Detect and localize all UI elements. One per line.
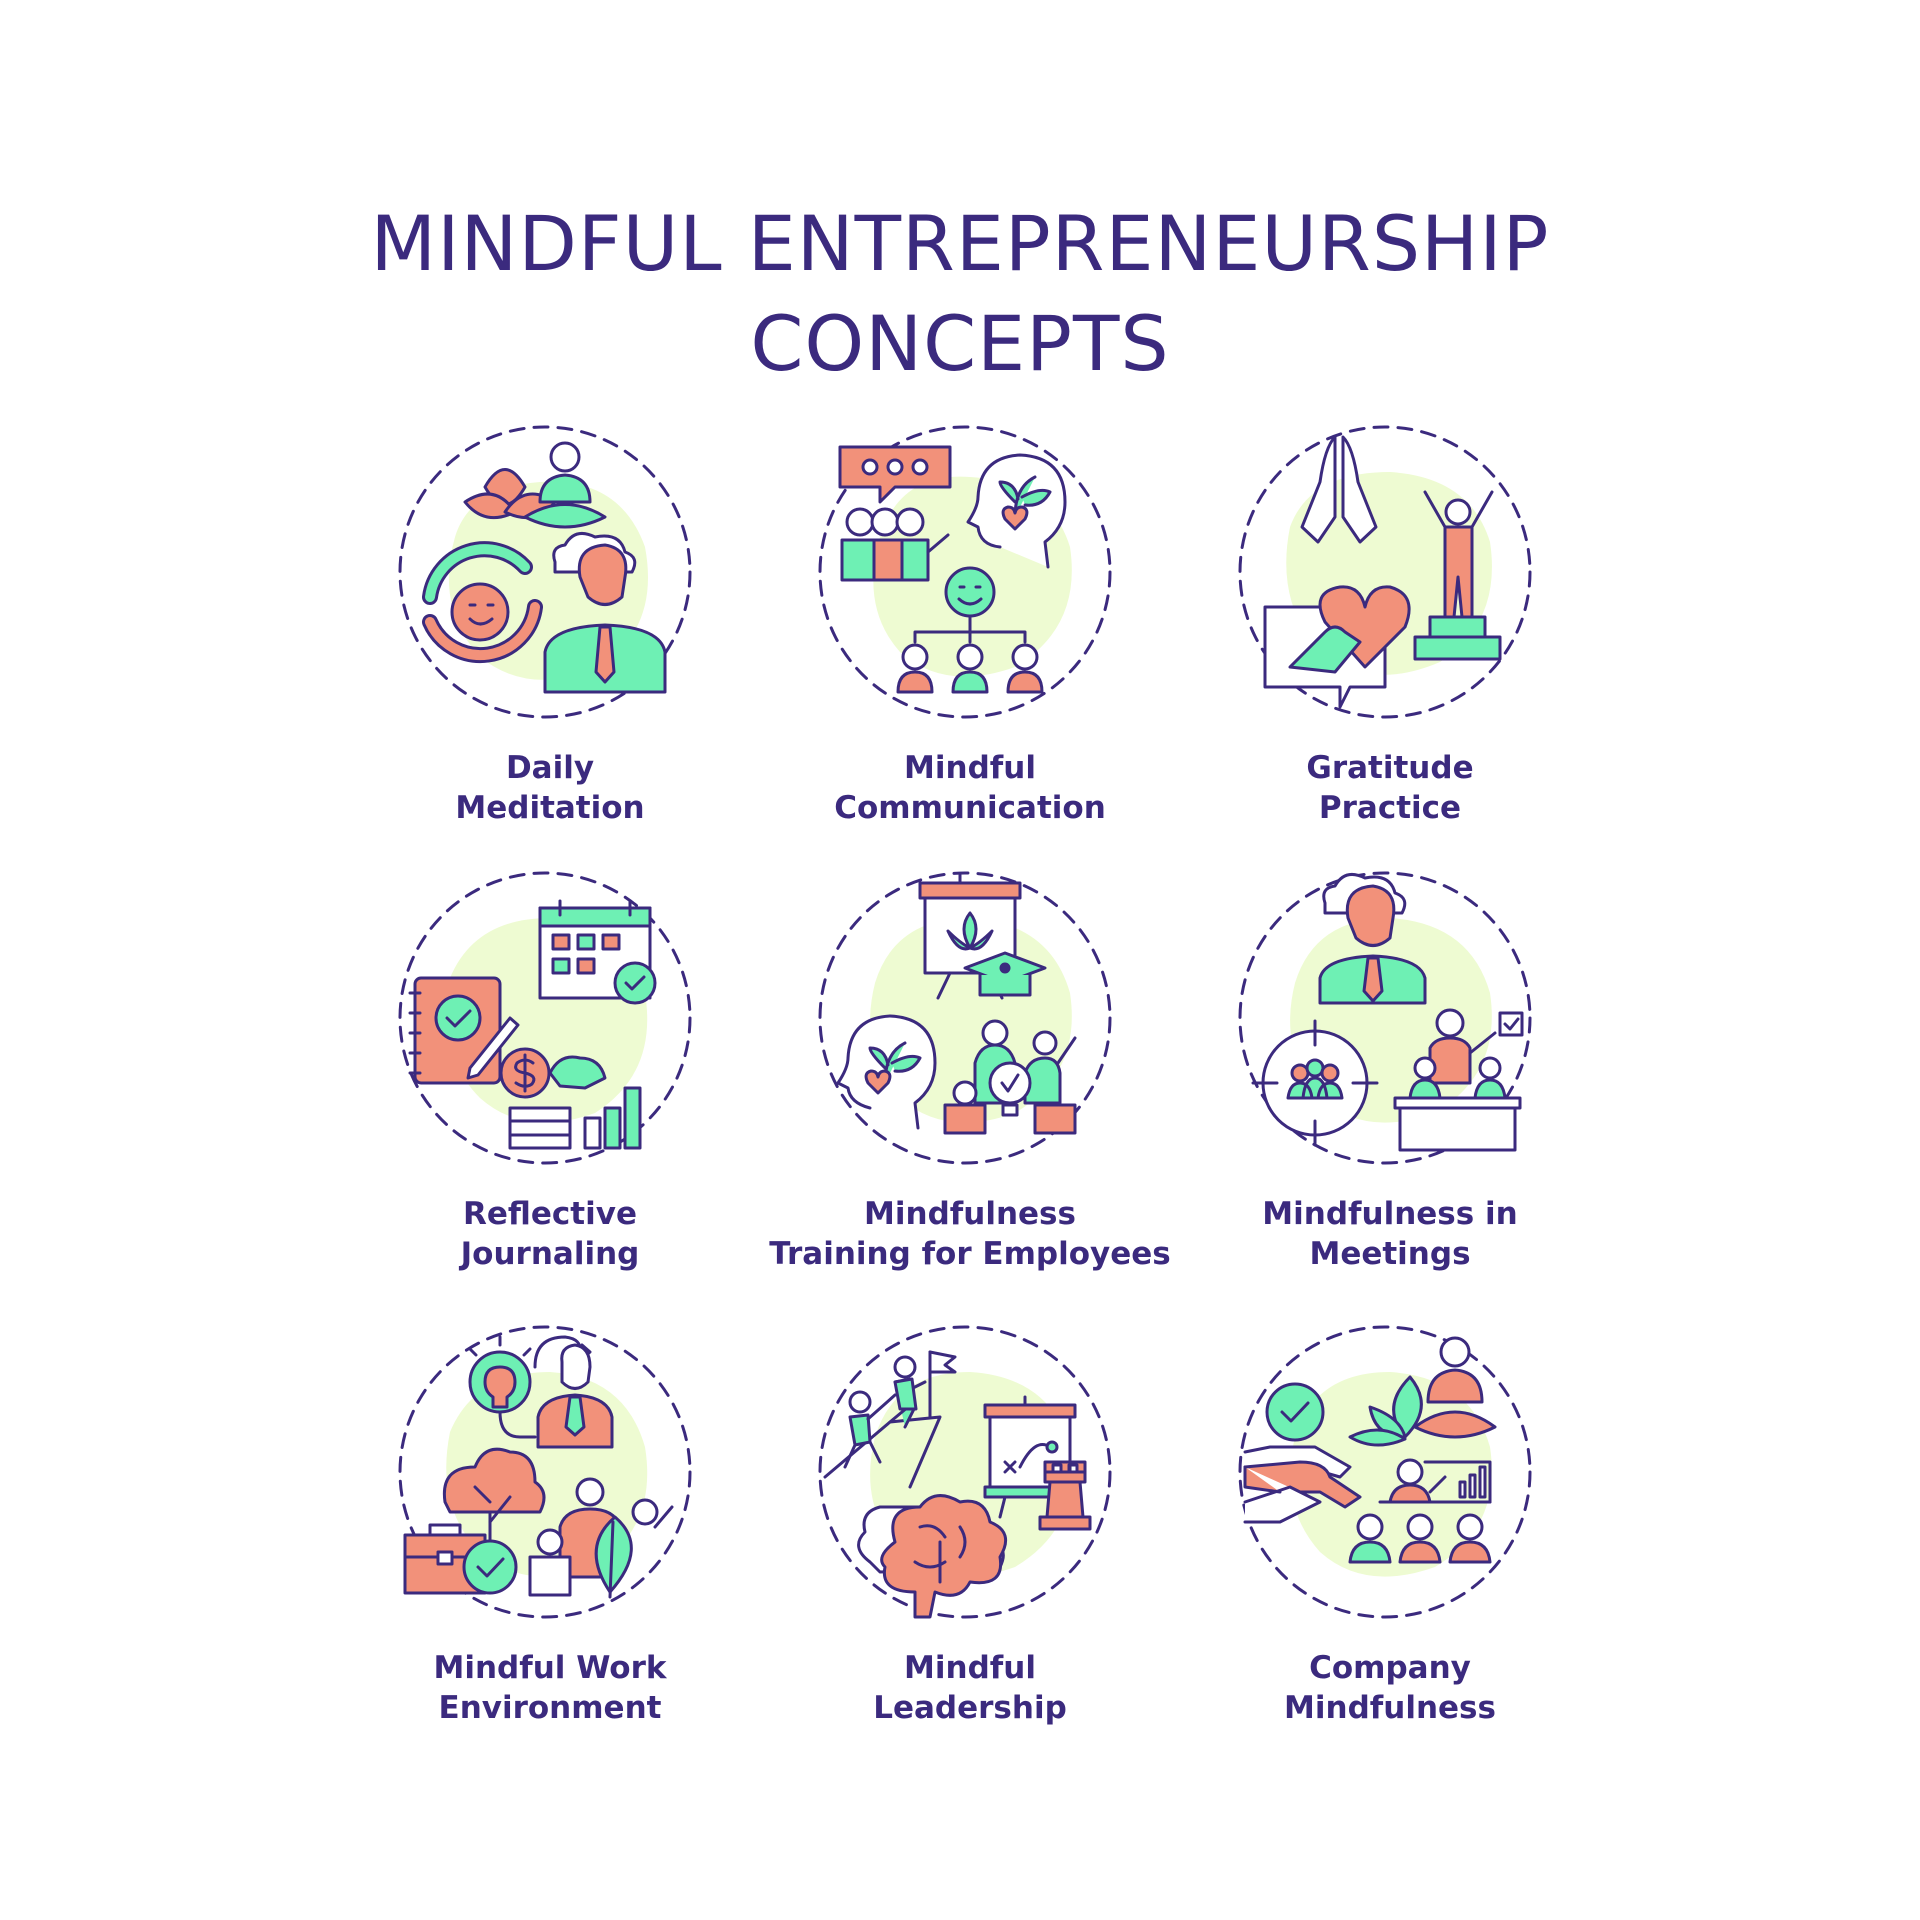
brain-icon <box>857 1494 1008 1619</box>
concept-label-mindfulness-in-meetings: Mindfulness in Meetings <box>1180 1194 1600 1274</box>
label-line2: Communication <box>834 790 1106 826</box>
concept-label-mindful-work-environment: Mindful Work Environment <box>340 1648 760 1728</box>
label-line2: Journaling <box>460 1236 640 1272</box>
group-idea-icon <box>943 1019 1077 1135</box>
handshake-icon <box>1243 1445 1362 1524</box>
leaf-team-icon <box>528 1477 674 1599</box>
label-line1: Mindful <box>904 1650 1036 1686</box>
label-line2: Mindfulness <box>1284 1690 1496 1726</box>
mind-head-icon <box>966 453 1067 569</box>
concept-daily-meditation <box>398 425 700 727</box>
label-line1: Gratitude <box>1306 750 1474 786</box>
heart-hand-icon <box>1263 585 1411 709</box>
label-line1: Mindfulness <box>864 1196 1076 1232</box>
dashed-ring <box>398 1325 692 1619</box>
concept-mindful-communication <box>818 425 1120 727</box>
tree-icon <box>442 1447 546 1549</box>
graduation-cap-icon <box>963 951 1047 997</box>
dashed-ring <box>398 871 692 1165</box>
page-title-line2: CONCEPTS <box>750 299 1170 388</box>
dashed-ring <box>398 425 692 719</box>
praying-hands-icon <box>1300 435 1378 544</box>
hierarchy-icon <box>896 566 1044 694</box>
page-title-line1: MINDFUL ENTREPRENEURSHIP <box>370 199 1550 288</box>
dashed-ring <box>1238 1325 1532 1619</box>
concept-label-reflective-journaling: Reflective Journaling <box>340 1194 760 1274</box>
label-line2: Meetings <box>1309 1236 1471 1272</box>
calm-businessman-icon <box>543 531 667 694</box>
label-line2: Leadership <box>873 1690 1067 1726</box>
concept-mindful-leadership <box>818 1325 1120 1627</box>
concept-label-company-mindfulness: Company Mindfulness <box>1180 1648 1600 1728</box>
label-line2: Training for Employees <box>769 1236 1171 1272</box>
dollar-coin-icon <box>499 1047 607 1150</box>
dashed-ring <box>818 1325 1112 1619</box>
calm-businessman-icon <box>1318 872 1427 1005</box>
team-icon <box>840 507 950 582</box>
businessman-icon <box>533 1335 614 1449</box>
label-line1: Daily <box>505 750 595 786</box>
audience-icon <box>1348 1458 1492 1564</box>
label-line1: Mindful Work <box>433 1650 667 1686</box>
calendar-icon <box>538 899 657 1005</box>
concept-mindful-work-environment <box>398 1325 700 1627</box>
concept-label-mindful-leadership: Mindful Leadership <box>760 1648 1180 1728</box>
concept-reflective-journaling <box>398 871 700 1173</box>
checkmark-icon <box>1265 1382 1325 1442</box>
dashed-ring <box>818 871 1112 1165</box>
journal-icon <box>408 976 520 1085</box>
label-line2: Meditation <box>455 790 645 826</box>
dashed-ring <box>1238 871 1532 1165</box>
target-group-icon <box>1251 1019 1379 1147</box>
label-line2: Environment <box>438 1690 662 1726</box>
meeting-table-icon <box>1393 1008 1524 1152</box>
dashed-ring <box>818 425 1112 719</box>
meditating-person-icon <box>523 441 607 529</box>
smile-cycle-icon <box>422 541 543 664</box>
mind-head-icon <box>836 1014 937 1130</box>
climbing-team-icon <box>823 1350 957 1489</box>
lightbulb-icon <box>468 1335 537 1439</box>
meditating-person-icon <box>1348 1336 1497 1447</box>
label-line1: Reflective <box>463 1196 637 1232</box>
chat-bubble-icon <box>838 445 952 504</box>
briefcase-icon <box>403 1523 518 1595</box>
chess-rook-icon <box>1038 1460 1092 1531</box>
concept-gratitude-practice <box>1238 425 1540 727</box>
label-line2: Practice <box>1318 790 1462 826</box>
concept-label-mindfulness-training: Mindfulness Training for Employees <box>760 1194 1180 1274</box>
winner-podium-icon <box>1413 490 1502 661</box>
label-line1: Company <box>1309 1650 1471 1686</box>
concept-mindfulness-training <box>818 871 1120 1173</box>
concept-mindfulness-in-meetings <box>1238 871 1540 1173</box>
concept-label-mindful-communication: Mindful Communication <box>760 748 1180 828</box>
concept-label-daily-meditation: Daily Meditation <box>340 748 760 828</box>
concept-company-mindfulness <box>1238 1325 1540 1627</box>
concept-label-gratitude-practice: Gratitude Practice <box>1180 748 1600 828</box>
dashed-ring <box>1238 425 1532 719</box>
label-line1: Mindfulness in <box>1262 1196 1518 1232</box>
bar-chart-icon <box>583 1086 642 1150</box>
label-line1: Mindful <box>904 750 1036 786</box>
